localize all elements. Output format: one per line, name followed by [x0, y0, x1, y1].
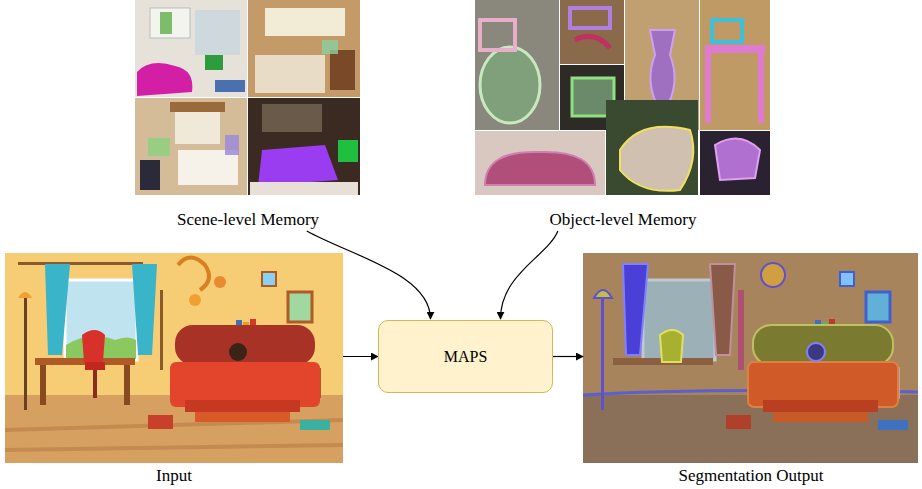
output-room	[583, 253, 918, 463]
box-label: MAPS	[444, 348, 488, 366]
flow-arrow	[307, 231, 431, 319]
input-room	[5, 253, 343, 463]
flow-arrow	[343, 356, 378, 357]
panel-caption: Scene-level Memory	[135, 210, 361, 230]
image-panel: Input	[5, 253, 343, 486]
memory-panel: Scene-level Memory	[135, 0, 361, 230]
object-collage	[475, 0, 770, 195]
panel-caption: Object-level Memory	[475, 210, 771, 230]
memory-panel: Object-level Memory	[475, 0, 771, 230]
image-panel: Segmentation Output	[583, 253, 919, 486]
flow-arrow	[553, 356, 583, 357]
panel-caption: Input	[5, 466, 343, 486]
flow-arrow	[501, 231, 558, 319]
process-box: MAPS	[378, 320, 553, 393]
panel-caption: Segmentation Output	[583, 466, 919, 486]
scene-collage	[135, 0, 360, 195]
